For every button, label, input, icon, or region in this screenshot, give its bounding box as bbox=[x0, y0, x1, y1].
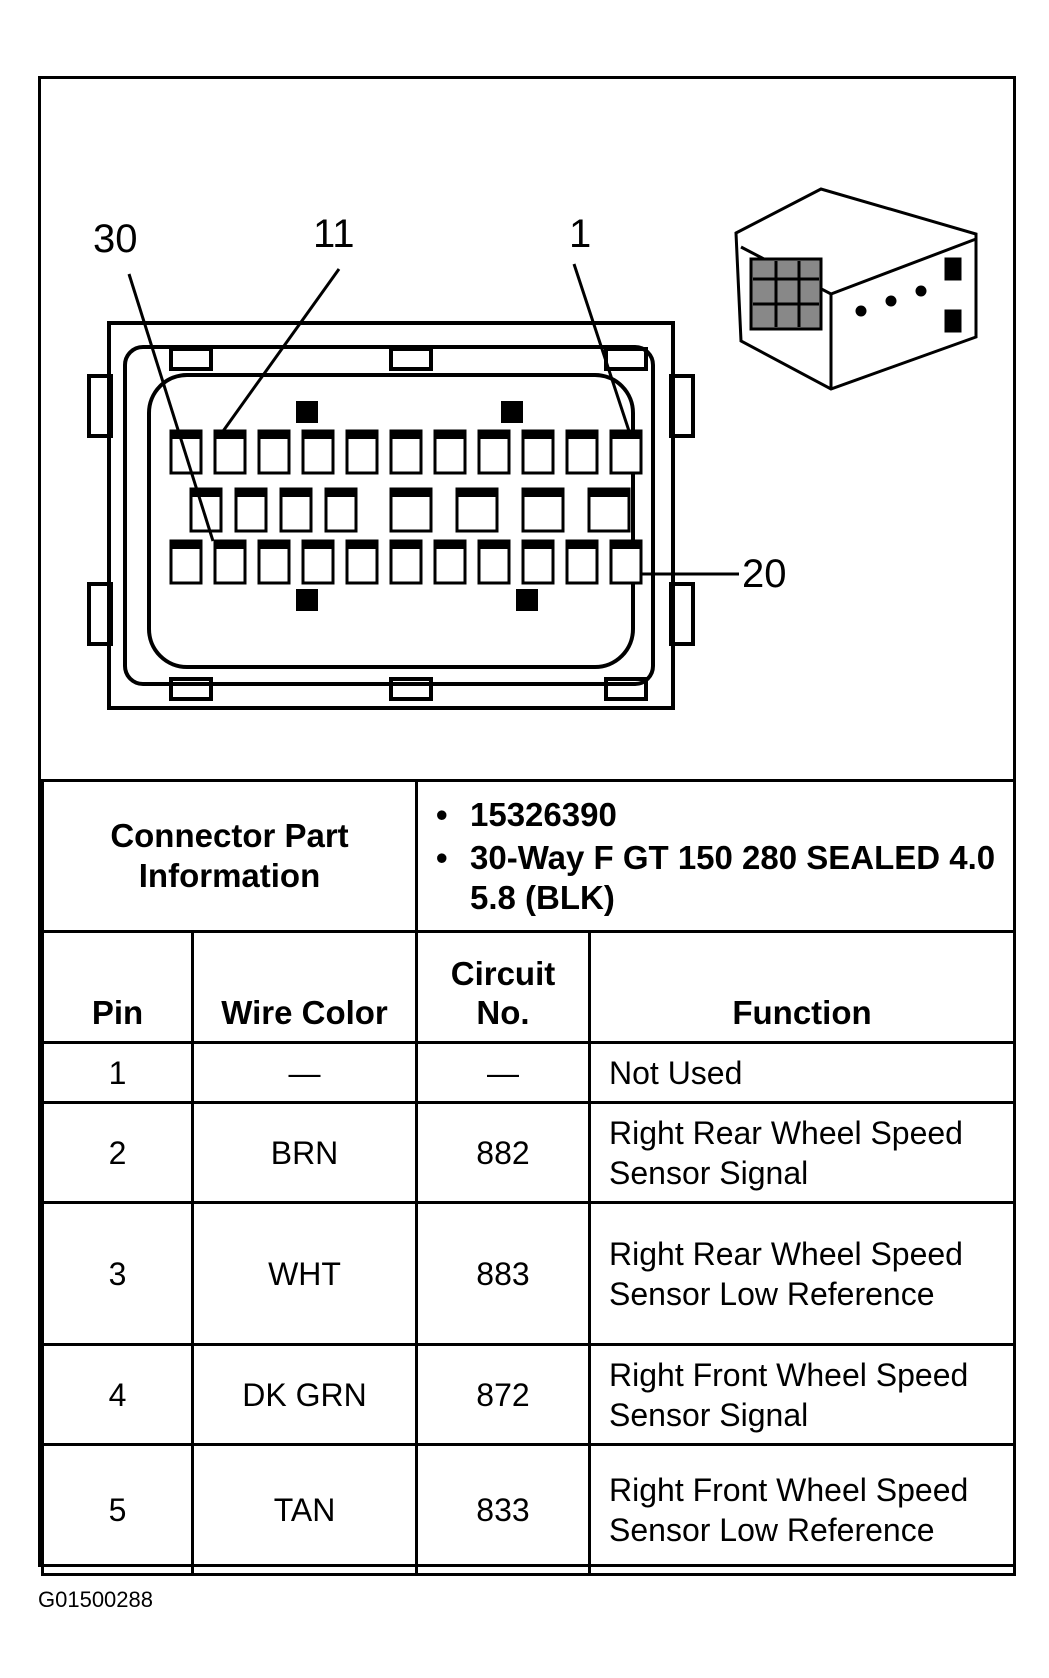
function-cell: Right Front Wheel Speed Sensor Signal bbox=[588, 1343, 1016, 1446]
pin-cavity-top-1-latch bbox=[171, 431, 201, 439]
pin-cavity-top-5-latch bbox=[347, 431, 377, 439]
tab-top-left bbox=[169, 347, 213, 371]
key-top-right bbox=[501, 401, 523, 423]
pin-cavity-mid-left-2-latch bbox=[236, 489, 266, 497]
connector-part-info: 15326390 30-Way F GT 150 280 SEALED 4.0 … bbox=[415, 779, 1016, 933]
wire-color-cell: — bbox=[191, 1041, 418, 1104]
pin-cell: 3 bbox=[41, 1201, 194, 1346]
wire-color-cell: WHT bbox=[191, 1201, 418, 1346]
col-pin: Pin bbox=[41, 930, 194, 1044]
pin-cavity-mid-left-1-latch bbox=[191, 489, 221, 497]
connector-part-row: Connector Part Information 15326390 30-W… bbox=[41, 779, 1016, 933]
pin-cavity-top-9-latch bbox=[523, 431, 553, 439]
circuit-cell: 883 bbox=[415, 1201, 591, 1346]
pin-cavity-bottom-8-latch bbox=[479, 541, 509, 549]
pin-cavity-bottom-7-latch bbox=[435, 541, 465, 549]
circuit-cell: 872 bbox=[415, 1343, 591, 1446]
connector-iso-view bbox=[734, 187, 978, 391]
pin-cavity-bottom-9-latch bbox=[523, 541, 553, 549]
function-cell: Right Rear Wheel Speed Sensor Signal bbox=[588, 1101, 1016, 1204]
table-row: 5 TAN 833 Right Front Wheel Speed Sensor… bbox=[41, 1443, 1016, 1576]
col-wire-color: Wire Color bbox=[191, 930, 418, 1044]
pin-cavity-bottom-5-latch bbox=[347, 541, 377, 549]
figure-id: G01500288 bbox=[38, 1587, 153, 1612]
function-cell: Right Front Wheel Speed Sensor Low Refer… bbox=[588, 1443, 1016, 1576]
pin-cavities bbox=[169, 429, 643, 585]
tab-bottom-right bbox=[604, 677, 648, 701]
key-top-left bbox=[296, 401, 318, 423]
connector-face-svg bbox=[87, 187, 978, 710]
callout-30: 30 bbox=[93, 217, 138, 261]
function-cell: Right Rear Wheel Speed Sensor Low Refere… bbox=[588, 1201, 1016, 1346]
latch-left-bottom bbox=[87, 582, 113, 646]
pin-cell: 4 bbox=[41, 1343, 194, 1446]
leader-11 bbox=[219, 268, 341, 435]
pin-cavity-top-4-latch bbox=[303, 431, 333, 439]
col-circuit: Circuit No. bbox=[415, 930, 591, 1044]
key-bottom-right bbox=[516, 589, 538, 611]
pin-cavity-top-10-latch bbox=[567, 431, 597, 439]
tab-bottom-left bbox=[169, 677, 213, 701]
function-cell: Not Used bbox=[588, 1041, 1016, 1104]
table-row: 4 DK GRN 872 Right Front Wheel Speed Sen… bbox=[41, 1343, 1016, 1446]
pin-cavity-mid-right-3-latch bbox=[523, 489, 563, 497]
pin-cavity-mid-right-4-latch bbox=[589, 489, 629, 497]
pin-cavity-mid-left-4-latch bbox=[326, 489, 356, 497]
latch-right-bottom bbox=[669, 582, 695, 646]
connector-seal bbox=[147, 373, 635, 669]
latch-left-top bbox=[87, 374, 113, 438]
table-row: 2 BRN 882 Right Rear Wheel Speed Sensor … bbox=[41, 1101, 1016, 1204]
column-header-row: Pin Wire Color Circuit No. Function bbox=[41, 930, 1016, 1044]
wire-color-cell: TAN bbox=[191, 1443, 418, 1576]
tab-bottom-center bbox=[389, 677, 433, 701]
col-function: Function bbox=[588, 930, 1016, 1044]
pin-cavity-top-6-latch bbox=[391, 431, 421, 439]
pin-cavity-bottom-3-latch bbox=[259, 541, 289, 549]
part-description: 30-Way F GT 150 280 SEALED 4.0 5.8 (BLK) bbox=[436, 838, 1003, 917]
wire-color-cell: BRN bbox=[191, 1101, 418, 1204]
table-row: 3 WHT 883 Right Rear Wheel Speed Sensor … bbox=[41, 1201, 1016, 1346]
pin-cavity-bottom-10-latch bbox=[567, 541, 597, 549]
pin-cavity-bottom-11-latch bbox=[611, 541, 641, 549]
wire-color-cell: DK GRN bbox=[191, 1343, 418, 1446]
pin-cavity-top-3-latch bbox=[259, 431, 289, 439]
pin-cell: 2 bbox=[41, 1101, 194, 1204]
pin-cavity-top-8-latch bbox=[479, 431, 509, 439]
pin-cavity-mid-right-1-latch bbox=[391, 489, 431, 497]
leader-30 bbox=[127, 273, 215, 542]
connector-part-label: Connector Part Information bbox=[41, 779, 418, 933]
pin-cell: 5 bbox=[41, 1443, 194, 1576]
pin-cavity-bottom-4-latch bbox=[303, 541, 333, 549]
circuit-cell: — bbox=[415, 1041, 591, 1104]
callout-11: 11 bbox=[313, 212, 355, 256]
connector-drawing: 30 11 1 20 bbox=[41, 79, 1013, 779]
latch-right-top bbox=[669, 374, 695, 438]
pin-cavity-top-2-latch bbox=[215, 431, 245, 439]
callout-20: 20 bbox=[742, 552, 787, 596]
connector-figure: 30 11 1 20 Connector Part Information 15… bbox=[38, 76, 1016, 1576]
leader-1 bbox=[572, 263, 631, 432]
circuit-cell: 882 bbox=[415, 1101, 591, 1204]
key-bottom-left bbox=[296, 589, 318, 611]
part-number: 15326390 bbox=[436, 795, 1003, 835]
pin-cavity-top-11-latch bbox=[611, 431, 641, 439]
pin-cavity-mid-right-2-latch bbox=[457, 489, 497, 497]
pin-cavity-bottom-1-latch bbox=[171, 541, 201, 549]
callout-1: 1 bbox=[569, 212, 592, 256]
tab-top-right bbox=[604, 347, 648, 371]
pin-cavity-bottom-2-latch bbox=[215, 541, 245, 549]
pinout-table: Connector Part Information 15326390 30-W… bbox=[41, 779, 1016, 1576]
pin-cavity-bottom-6-latch bbox=[391, 541, 421, 549]
tab-top-center bbox=[389, 347, 433, 371]
circuit-cell: 833 bbox=[415, 1443, 591, 1576]
connector-shell bbox=[107, 321, 675, 710]
table-row: 1 — — Not Used bbox=[41, 1041, 1016, 1104]
pin-cavity-mid-left-3-latch bbox=[281, 489, 311, 497]
pin-cell: 1 bbox=[41, 1041, 194, 1104]
pin-cavity-top-7-latch bbox=[435, 431, 465, 439]
